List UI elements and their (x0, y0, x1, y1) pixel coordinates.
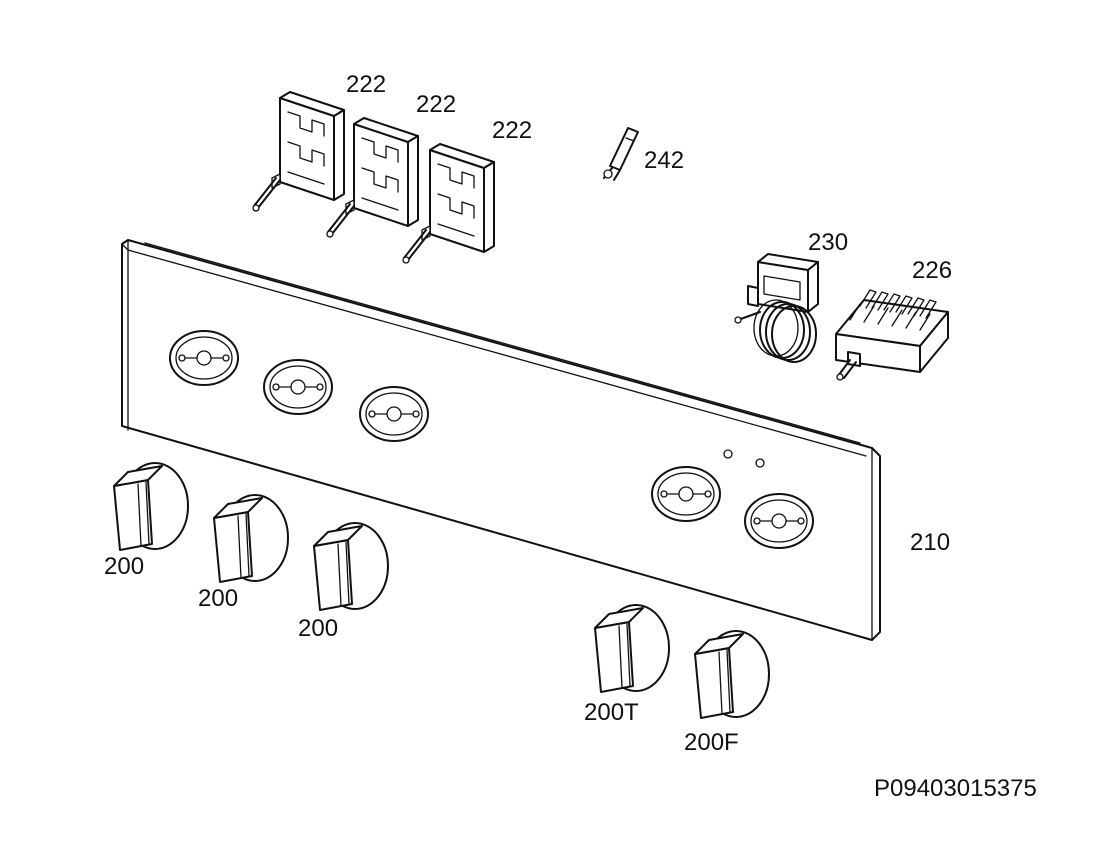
selector-switch-226 (835, 289, 949, 381)
panel-hole (651, 466, 721, 522)
knob-200T (594, 604, 670, 693)
label-200: 200 (104, 553, 144, 580)
switch-module-222 (326, 117, 419, 238)
knob-200 (313, 522, 389, 611)
label-222: 222 (492, 117, 532, 144)
label-200T: 200T (584, 699, 639, 726)
label-230: 230 (808, 229, 848, 256)
label-222: 222 (416, 91, 456, 118)
panel-hole (169, 330, 239, 386)
fuse-242 (603, 127, 639, 181)
label-222: 222 (346, 71, 386, 98)
label-200: 200 (298, 615, 338, 642)
knob-200 (213, 494, 289, 583)
label-226: 226 (912, 257, 952, 284)
switch-module-222 (402, 143, 495, 264)
panel-hole (263, 359, 333, 415)
knob-200F (694, 630, 770, 719)
switch-module-222 (252, 91, 345, 212)
label-200: 200 (198, 585, 238, 612)
thermostat-230 (734, 253, 819, 363)
control-panel-210 (121, 239, 881, 641)
label-200F: 200F (684, 729, 739, 756)
panel-hole (359, 386, 429, 442)
drawing-code: P09403015375 (874, 775, 1037, 802)
label-242: 242 (644, 147, 684, 174)
knob-200 (113, 462, 189, 551)
indicator-lamp (755, 458, 765, 468)
indicator-lamp (723, 449, 733, 459)
label-210: 210 (910, 529, 950, 556)
panel-hole (744, 493, 814, 549)
